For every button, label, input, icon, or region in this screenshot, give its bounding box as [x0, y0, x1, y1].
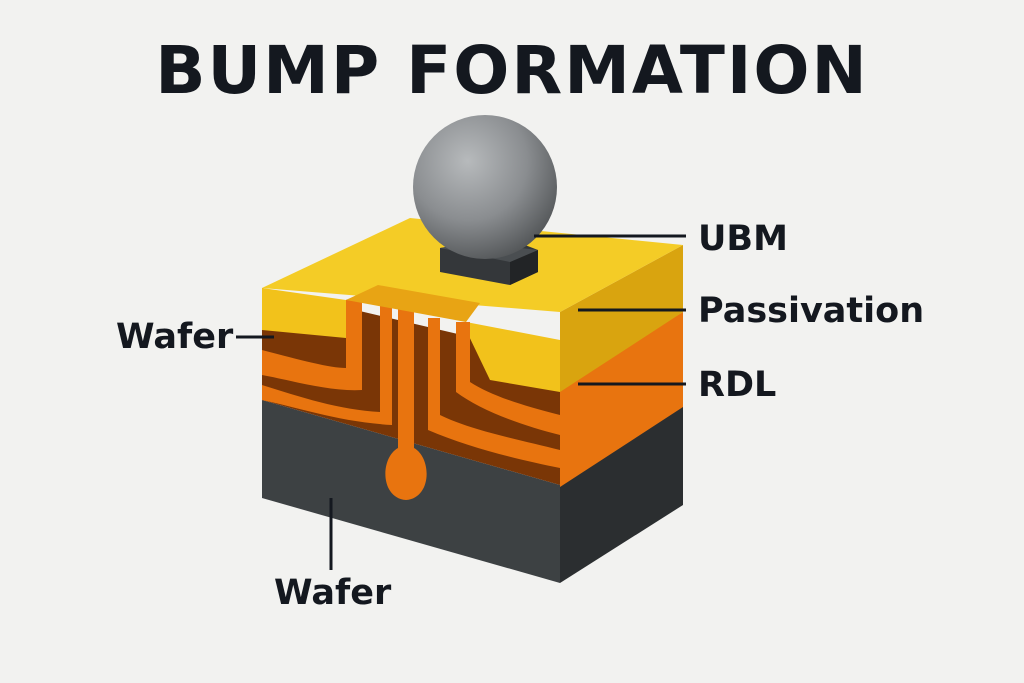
wafer-bottom-label: Wafer: [274, 573, 392, 613]
ubm-label: UBM: [698, 219, 788, 259]
passivation-label: Passivation: [698, 291, 925, 331]
diagram-title: BUMP FORMATION: [155, 32, 869, 109]
rdl-layer: [560, 312, 683, 487]
front-cross-section: [262, 288, 560, 500]
passivation-side: [560, 245, 683, 392]
solder-bump: [413, 115, 557, 259]
wafer-left-label: Wafer: [116, 317, 234, 357]
rdl-label: RDL: [698, 365, 777, 405]
